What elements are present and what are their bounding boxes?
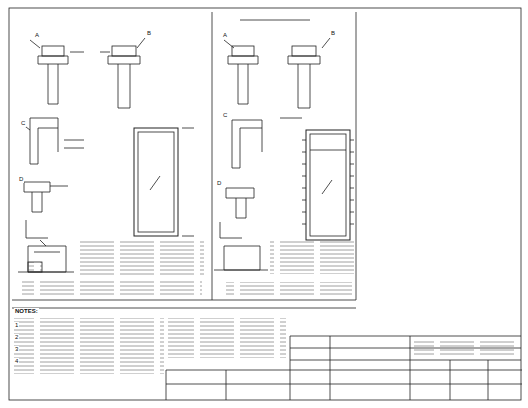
bolt-tick: [302, 140, 306, 141]
bolt-tick: [302, 164, 306, 165]
bolt-tick: [350, 152, 354, 153]
callout-label: 4: [14, 358, 19, 365]
bolt-tick: [302, 224, 306, 225]
callout-label: 1: [14, 322, 19, 329]
callout-label: D: [18, 176, 24, 183]
callout-label: C: [20, 120, 26, 127]
bolt-tick: [302, 152, 306, 153]
bolt-tick: [302, 188, 306, 189]
bolt-tick: [350, 140, 354, 141]
callout-label: A: [222, 32, 228, 39]
callout-label: D: [216, 180, 222, 187]
callout-label: B: [330, 30, 336, 37]
callout-label: 3: [14, 346, 19, 353]
bolt-tick: [350, 176, 354, 177]
bolt-tick: [350, 188, 354, 189]
callout-label: C: [222, 112, 228, 119]
callout-label: 2: [14, 334, 19, 341]
bolt-tick: [350, 224, 354, 225]
callout-label: A: [34, 32, 40, 39]
callout-label: B: [146, 30, 152, 37]
bolt-tick: [350, 200, 354, 201]
bolt-tick: [302, 212, 306, 213]
bolt-tick: [350, 212, 354, 213]
bolt-tick: [302, 176, 306, 177]
bolt-tick: [350, 164, 354, 165]
bolt-tick: [302, 200, 306, 201]
notes-heading: NOTES:: [14, 308, 39, 315]
